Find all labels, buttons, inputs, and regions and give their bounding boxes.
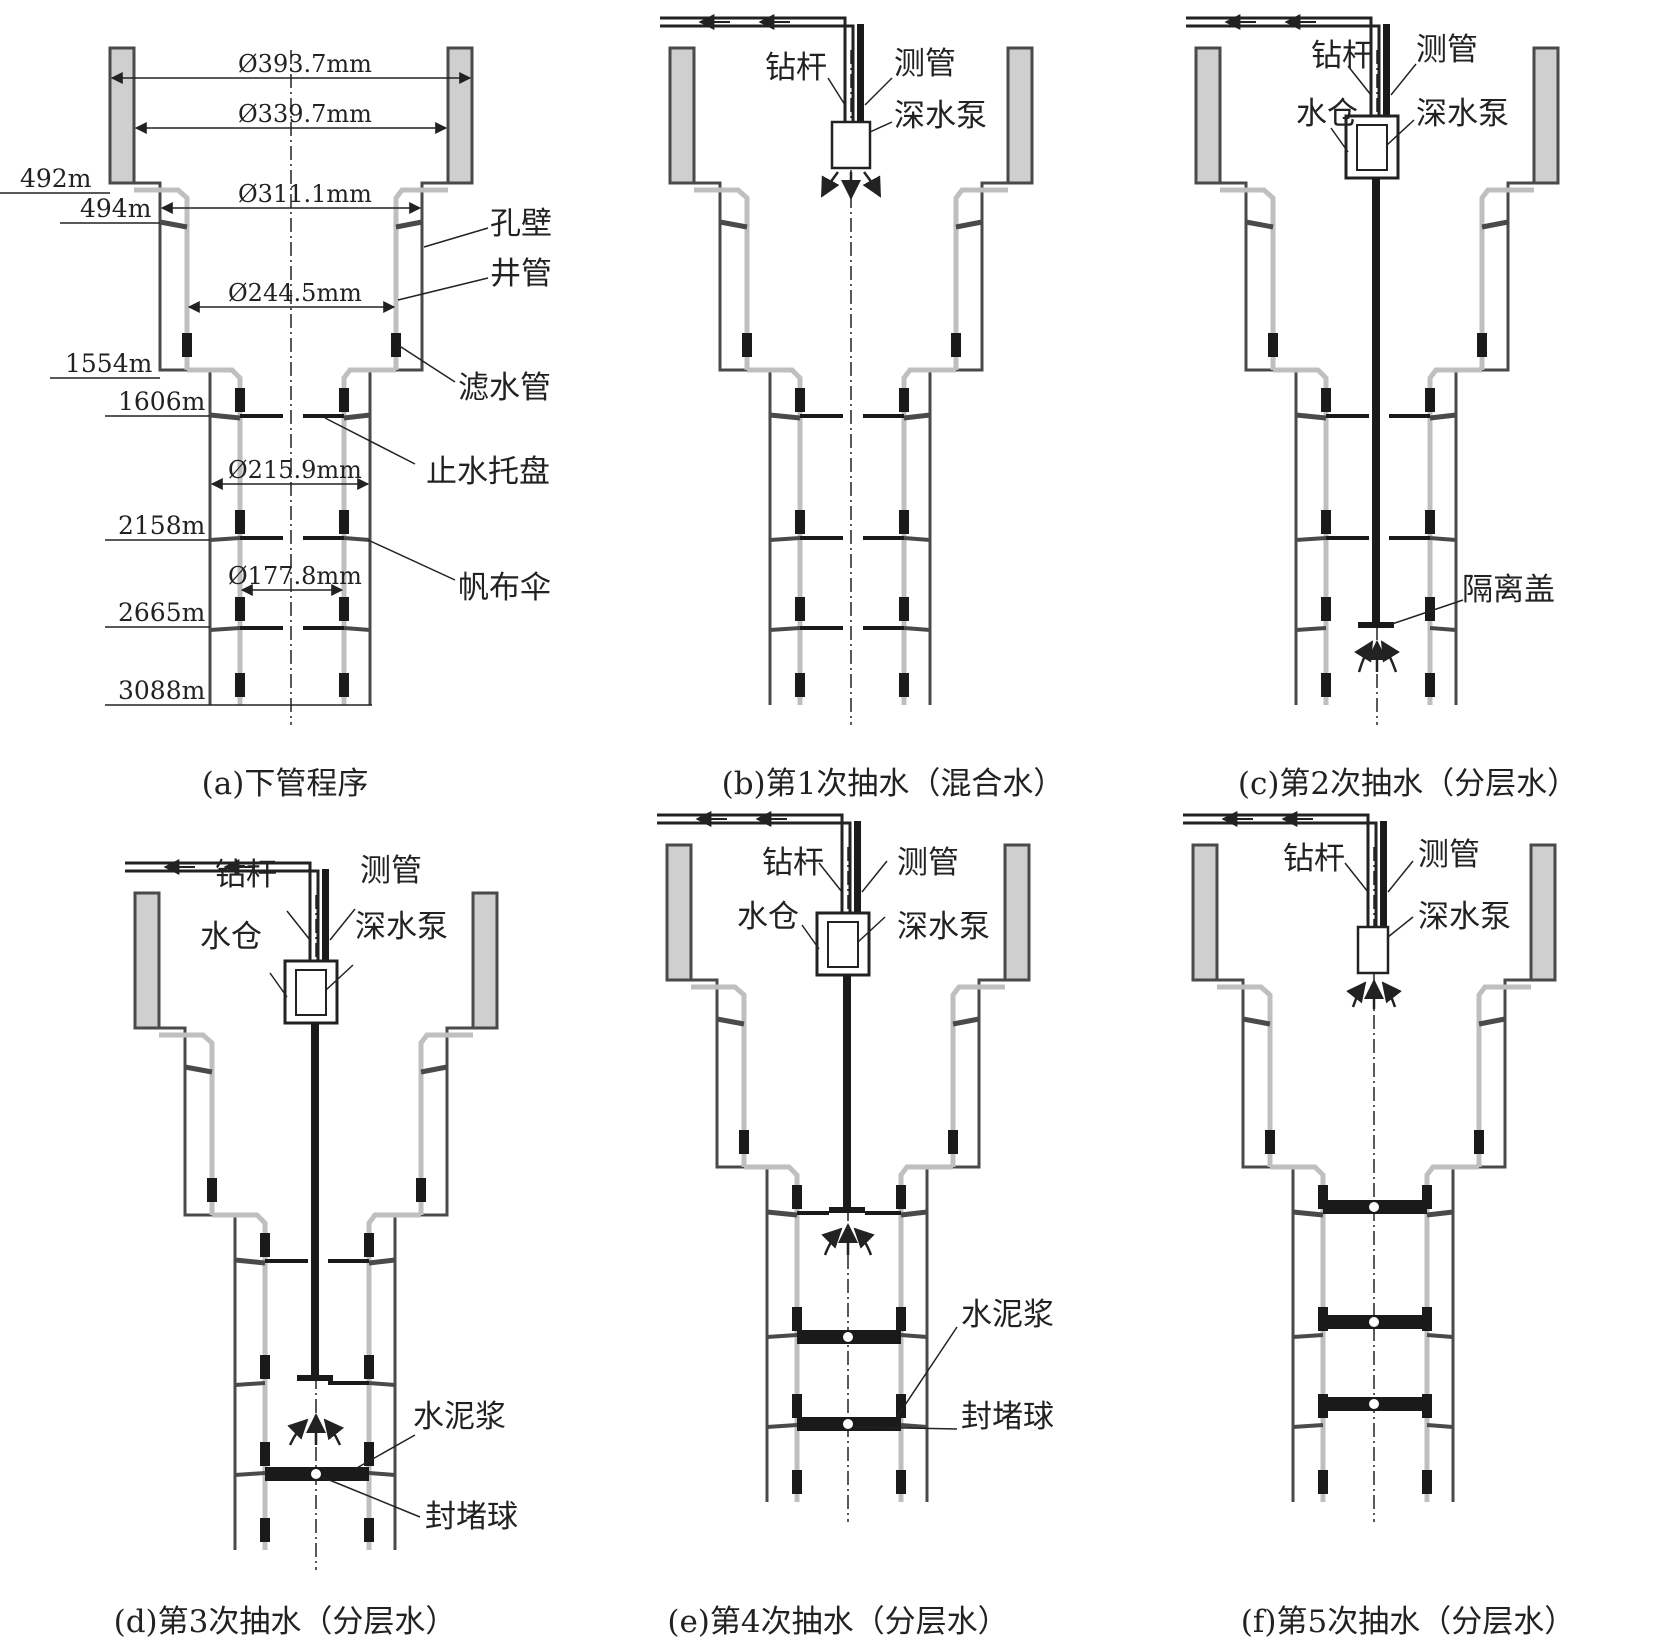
caption-e: (e)第4次抽水（分层水） xyxy=(667,1604,1009,1640)
depth-label: 1606m xyxy=(118,387,206,416)
label-ball: 封堵球 xyxy=(425,1499,518,1535)
label-tube: 测管 xyxy=(360,853,422,889)
label-tube: 测管 xyxy=(1416,32,1478,68)
label-tube: 测管 xyxy=(1418,837,1480,873)
caption-c: (c)第2次抽水（分层水） xyxy=(1237,766,1579,802)
pump-box xyxy=(1356,925,1390,975)
label-drill: 钻杆 xyxy=(215,857,277,893)
diameter-label: Ø393.7mm xyxy=(238,50,372,78)
depth-label: 1554m xyxy=(65,349,153,378)
label-filter: 滤水管 xyxy=(458,370,551,406)
seal-ball xyxy=(841,1417,855,1431)
label-tube: 测管 xyxy=(894,46,956,82)
diameter-label: Ø215.9mm xyxy=(228,456,362,484)
label-tray: 止水托盘 xyxy=(426,454,550,490)
lower-trays xyxy=(798,536,906,630)
caption-b: (b)第1次抽水（混合水） xyxy=(721,766,1065,802)
isolation-cover xyxy=(829,1207,865,1213)
drill-rod xyxy=(1372,178,1380,628)
seal-ball xyxy=(1367,1315,1381,1329)
diameter-label: Ø177.8mm xyxy=(228,562,362,590)
label-pump: 深水泵 xyxy=(894,98,987,134)
isolation-cover xyxy=(1358,622,1394,628)
depth-label: 3088m xyxy=(118,676,206,705)
depth-label: 494m xyxy=(80,194,152,223)
label-pump: 深水泵 xyxy=(897,909,990,945)
label-tank: 水仓 xyxy=(737,899,799,935)
drill-rod xyxy=(311,1023,319,1378)
seal-ball xyxy=(1367,1200,1381,1214)
pump-box xyxy=(295,969,327,1016)
panel-c-diagram: 钻杆 测管 水仓 深水泵 隔离盖 xyxy=(1136,0,1660,740)
label-cement: 水泥浆 xyxy=(413,1399,506,1435)
caption-a: (a)下管程序 xyxy=(201,766,369,802)
label-tube: 测管 xyxy=(897,845,959,881)
pump-box xyxy=(1356,124,1388,171)
diameter-label: Ø339.7mm xyxy=(238,100,372,128)
isolation-cover xyxy=(297,1375,333,1381)
label-cement: 水泥浆 xyxy=(961,1297,1054,1333)
diameter-label: Ø311.1mm xyxy=(238,180,372,208)
label-drill: 钻杆 xyxy=(765,50,827,86)
label-drill: 钻杆 xyxy=(1283,841,1345,877)
panel-b-diagram: 钻杆 测管 深水泵 xyxy=(610,0,1170,740)
panel-e-diagram: 钻杆 测管 水仓 深水泵 水泥浆 封堵球 xyxy=(557,797,1054,1537)
label-pump: 深水泵 xyxy=(1418,899,1511,935)
label-ball: 封堵球 xyxy=(961,1399,1054,1435)
seal-ball xyxy=(309,1467,323,1481)
pump-box xyxy=(827,921,859,968)
pump-box xyxy=(830,120,872,170)
label-cover: 隔离盖 xyxy=(1462,572,1555,608)
label-wall: 孔壁 xyxy=(490,206,552,242)
depth-label: 2665m xyxy=(118,598,206,627)
panel-a-diagram: 492m 494m 1554m 1606m 2158m 2665m 3088m … xyxy=(0,0,552,740)
depth-label: 492m xyxy=(20,164,92,193)
diameter-label: Ø244.5mm xyxy=(228,279,362,307)
label-drill: 钻杆 xyxy=(1311,38,1373,74)
label-tank: 水仓 xyxy=(1296,96,1358,132)
caption-f: (f)第5次抽水（分层水） xyxy=(1240,1604,1576,1640)
label-pump: 深水泵 xyxy=(355,909,448,945)
seal-ball xyxy=(1367,1397,1381,1411)
label-umbrella: 帆布伞 xyxy=(458,570,551,606)
caption-d: (d)第3次抽水（分层水） xyxy=(113,1604,457,1640)
label-drill: 钻杆 xyxy=(762,845,824,881)
drill-rod xyxy=(843,975,851,1210)
depth-label: 2158m xyxy=(118,511,206,540)
seal-ball xyxy=(841,1330,855,1344)
panel-d-diagram: 钻杆 测管 水仓 深水泵 水泥浆 封堵球 xyxy=(25,853,518,1585)
panel-f-diagram: 钻杆 测管 深水泵 xyxy=(1083,797,1643,1537)
label-pump: 深水泵 xyxy=(1416,96,1509,132)
label-casing: 井管 xyxy=(490,256,552,292)
label-tank: 水仓 xyxy=(200,919,262,955)
